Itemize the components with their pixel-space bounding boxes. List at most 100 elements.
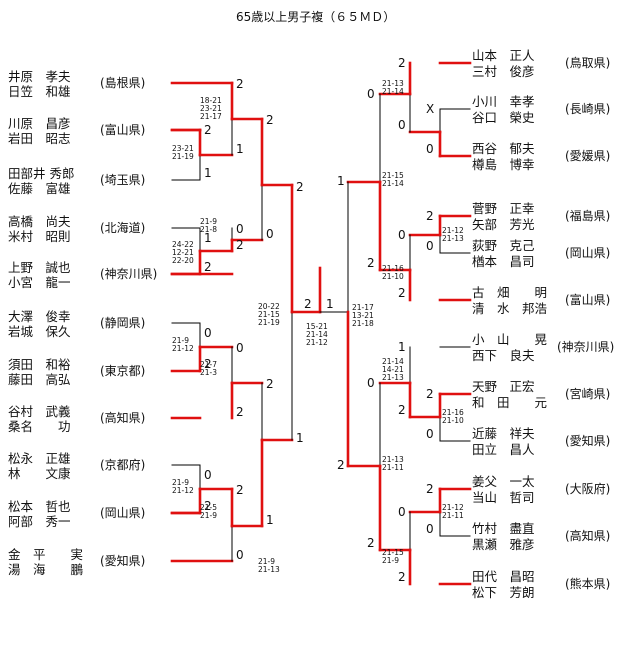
set-scores: 21-13 21-11	[382, 455, 404, 472]
prefecture-label: (愛媛県)	[565, 149, 611, 163]
prefecture-label: (島根県)	[100, 76, 146, 90]
player-name: 田代 昌昭	[472, 569, 535, 584]
player-name: 岩田 昭志	[8, 131, 71, 146]
prefecture-label: (東京都)	[100, 364, 146, 378]
player-name: 上野 誠也	[8, 260, 71, 275]
game-score: 2	[398, 286, 406, 300]
player-name: 姜父 一太	[472, 474, 535, 489]
player-name: 川原 昌彦	[8, 116, 71, 131]
game-score: 2	[337, 458, 345, 472]
player-name: 谷口 榮史	[472, 110, 535, 125]
player-name: 小宮 龍一	[8, 275, 71, 290]
game-score: 2	[426, 387, 434, 401]
player-name: 西下 良夫	[472, 348, 535, 363]
set-scores: 24-22 12-21 22-20	[172, 240, 194, 265]
player-name: 松本 哲也	[8, 499, 71, 514]
prefecture-label: (富山県)	[100, 123, 146, 137]
player-name: 西谷 郁夫	[472, 141, 535, 156]
game-score: 2	[204, 260, 212, 274]
set-scores: 21-15 21-14	[382, 171, 404, 188]
player-name: 天野 正宏	[472, 379, 535, 394]
game-score: 0	[204, 326, 212, 340]
player-name: 田部井 秀郎	[8, 166, 75, 181]
game-score: 2	[204, 357, 212, 371]
game-score: 0	[398, 118, 406, 132]
player-name: 佐藤 富雄	[8, 181, 71, 196]
player-name: 荻野 克己	[472, 238, 535, 253]
set-scores: 21-16 21-10	[442, 408, 464, 425]
game-score: 0	[398, 505, 406, 519]
player-name: 三村 俊彦	[472, 64, 535, 79]
set-scores: 21-12 21-11	[442, 503, 464, 520]
set-scores: 21-12 21-13	[442, 226, 464, 243]
game-score: 0	[426, 239, 434, 253]
game-score: 2	[236, 405, 244, 419]
game-score: 2	[236, 77, 244, 91]
game-score: 0	[204, 468, 212, 482]
game-score: 0	[426, 142, 434, 156]
game-score: 1	[266, 513, 274, 527]
prefecture-label: (宮崎県)	[565, 387, 611, 401]
player-name: 竹村 盡直	[472, 521, 535, 536]
player-name: 田立 昌人	[472, 442, 535, 457]
prefecture-label: (埼玉県)	[100, 173, 146, 187]
player-name: 矢部 芳光	[472, 217, 535, 232]
player-name: 楢本 昌司	[472, 254, 535, 269]
game-score: 2	[204, 123, 212, 137]
set-scores: 21-7 21-3	[200, 360, 218, 377]
set-scores: 23-21 21-19	[172, 144, 194, 161]
player-name: 谷村 武義	[8, 404, 71, 419]
game-score: 2	[426, 482, 434, 496]
game-score: 2	[398, 403, 406, 417]
prefecture-label: (愛知県)	[100, 554, 146, 568]
game-score: 0	[266, 227, 274, 241]
prefecture-label: (長崎県)	[565, 102, 611, 116]
set-scores: 21-15 21-9	[382, 548, 404, 565]
set-scores: 21-9 21-8	[200, 217, 218, 234]
player-name: 桑名 功	[8, 419, 71, 434]
player-name: 松永 正雄	[8, 451, 71, 466]
player-name: 藤田 高弘	[8, 372, 71, 387]
player-name: 樽島 博幸	[472, 157, 535, 172]
prefecture-label: (静岡県)	[100, 316, 146, 330]
game-score: 2	[367, 536, 375, 550]
set-scores: 21-9 21-12	[172, 336, 194, 353]
set-scores: 21-5 21-9	[200, 503, 218, 520]
game-score: 2	[398, 56, 406, 70]
game-score: 0	[236, 222, 244, 236]
game-score: 2	[266, 113, 274, 127]
game-score: 1	[337, 174, 345, 188]
player-name: 須田 和裕	[8, 357, 71, 372]
prefecture-label: (岡山県)	[565, 246, 611, 260]
player-name: 清 水 邦浩	[472, 301, 548, 316]
prefecture-label: (神奈川県)	[100, 267, 158, 281]
player-name: 松下 芳朗	[472, 585, 535, 600]
game-score: 2	[236, 238, 244, 252]
set-scores: 21-17 13-21 21-18	[352, 303, 374, 328]
set-scores: 21-16 21-10	[382, 264, 404, 281]
player-name: 大澤 俊幸	[8, 309, 71, 324]
game-score: 1	[204, 166, 212, 180]
game-score: 2	[398, 570, 406, 584]
player-name: 岩城 保久	[8, 324, 71, 339]
prefecture-label: (高知県)	[565, 529, 611, 543]
set-scores: 15-21 21-14 21-12	[306, 322, 328, 347]
prefecture-label: (鳥取県)	[565, 56, 611, 70]
player-name: 当山 哲司	[472, 490, 535, 505]
game-score: 0	[367, 87, 375, 101]
player-name: 湯 海 鵬	[8, 562, 84, 577]
game-score: 2	[296, 180, 304, 194]
game-score: 0	[236, 548, 244, 562]
game-score: X	[426, 102, 435, 116]
game-score: 2	[367, 256, 375, 270]
prefecture-label: (熊本県)	[565, 577, 611, 591]
prefecture-label: (大阪府)	[565, 482, 611, 496]
game-score: 0	[398, 228, 406, 242]
game-score: 0	[367, 376, 375, 390]
game-score: 1	[398, 340, 406, 354]
player-name: 日笠 和雄	[8, 84, 71, 99]
game-score: 1	[236, 142, 244, 156]
player-name: 金 平 実	[8, 547, 84, 562]
